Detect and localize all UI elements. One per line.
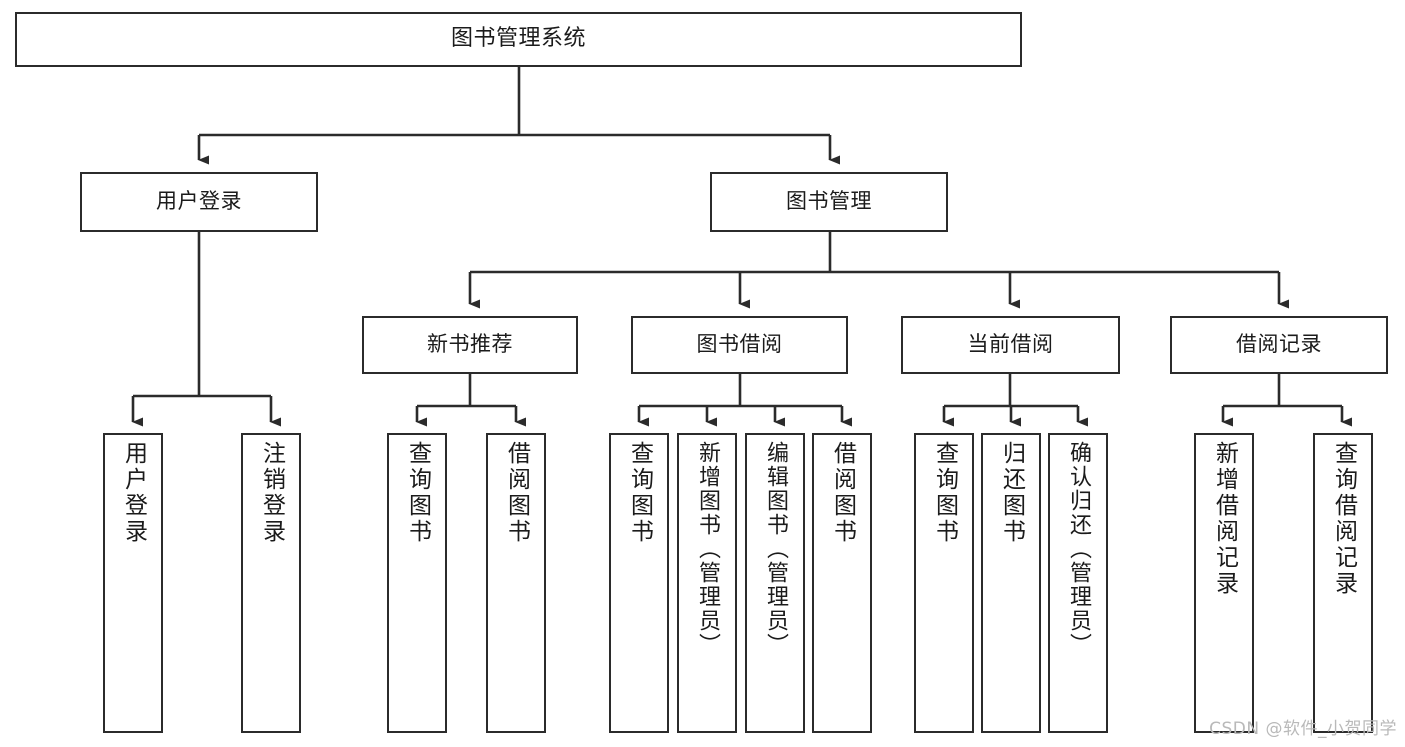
node-leaf-query-book-3[interactable]: 查询图书 — [914, 433, 974, 733]
node-book-borrow[interactable]: 图书借阅 — [631, 316, 848, 374]
node-leaf-user-login-label: 用户登录 — [120, 441, 147, 545]
node-leaf-user-logout[interactable]: 注销登录 — [241, 433, 301, 733]
node-leaf-borrow-book-1-label: 借阅图书 — [503, 441, 530, 545]
node-leaf-query-book-1-label: 查询图书 — [404, 441, 431, 545]
node-leaf-query-book-1[interactable]: 查询图书 — [387, 433, 447, 733]
node-current-borrow-label: 当前借阅 — [967, 332, 1054, 357]
node-leaf-user-login[interactable]: 用户登录 — [103, 433, 163, 733]
node-leaf-borrow-book-2-label: 借阅图书 — [829, 441, 856, 545]
node-leaf-query-record[interactable]: 查询借阅记录 — [1313, 433, 1373, 733]
node-leaf-borrow-book-1[interactable]: 借阅图书 — [486, 433, 546, 733]
node-leaf-confirm-return-label: 确认归还（管理员） — [1066, 441, 1091, 657]
node-current-borrow[interactable]: 当前借阅 — [901, 316, 1120, 374]
node-leaf-query-record-label: 查询借阅记录 — [1330, 441, 1357, 597]
node-user-login[interactable]: 用户登录 — [80, 172, 318, 232]
node-leaf-query-book-2-label: 查询图书 — [626, 441, 653, 545]
node-root-system[interactable]: 图书管理系统 — [15, 12, 1022, 67]
node-leaf-query-book-2[interactable]: 查询图书 — [609, 433, 669, 733]
node-user-login-label: 用户登录 — [156, 189, 242, 214]
node-new-book-recommend[interactable]: 新书推荐 — [362, 316, 578, 374]
watermark-text: CSDN @软件_小贺同学 — [1209, 719, 1397, 739]
node-leaf-add-book[interactable]: 新增图书（管理员） — [677, 433, 737, 733]
node-book-manage-label: 图书管理 — [786, 189, 872, 214]
node-leaf-add-record[interactable]: 新增借阅记录 — [1194, 433, 1254, 733]
node-leaf-confirm-return[interactable]: 确认归还（管理员） — [1048, 433, 1108, 733]
node-leaf-return-book[interactable]: 归还图书 — [981, 433, 1041, 733]
node-root-system-label: 图书管理系统 — [450, 26, 586, 52]
node-book-borrow-label: 图书借阅 — [696, 332, 783, 357]
node-leaf-query-book-3-label: 查询图书 — [931, 441, 958, 545]
node-leaf-edit-book[interactable]: 编辑图书（管理员） — [745, 433, 805, 733]
node-book-manage[interactable]: 图书管理 — [710, 172, 948, 232]
node-leaf-user-logout-label: 注销登录 — [258, 441, 285, 545]
node-borrow-record[interactable]: 借阅记录 — [1170, 316, 1388, 374]
node-leaf-add-book-label: 新增图书（管理员） — [695, 441, 720, 657]
node-leaf-return-book-label: 归还图书 — [998, 441, 1025, 545]
node-borrow-record-label: 借阅记录 — [1236, 332, 1322, 357]
node-new-book-recommend-label: 新书推荐 — [427, 332, 513, 357]
node-leaf-borrow-book-2[interactable]: 借阅图书 — [812, 433, 872, 733]
node-leaf-add-record-label: 新增借阅记录 — [1211, 441, 1238, 597]
node-leaf-edit-book-label: 编辑图书（管理员） — [763, 441, 788, 657]
